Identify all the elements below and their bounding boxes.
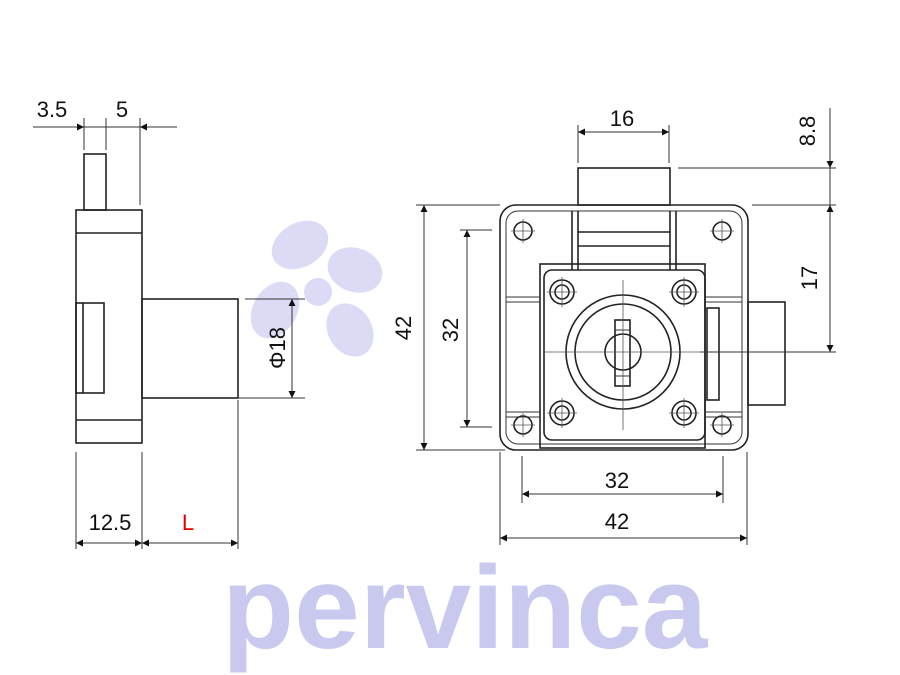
dim-pin-offset: 3.5 <box>37 97 68 122</box>
watermark-logo: pervinca <box>222 220 709 674</box>
front-view: 16 8.8 17 42 32 32 42 <box>391 106 836 545</box>
watermark-text: pervinca <box>222 542 709 674</box>
dim-hole-spacing-vertical: 32 <box>438 318 463 342</box>
dim-width: 42 <box>605 509 629 534</box>
dim-cylinder-diameter: Φ18 <box>265 327 290 369</box>
dim-height: 42 <box>391 316 416 340</box>
dim-bolt-projection: 8.8 <box>795 116 820 147</box>
dim-bolt-to-center: 17 <box>797 266 822 290</box>
dim-cylinder-length: L <box>182 510 194 535</box>
dim-bolt-width: 16 <box>610 106 634 131</box>
dim-hole-spacing-horizontal: 32 <box>605 468 629 493</box>
screw-holes <box>511 219 734 437</box>
side-view: 3.5 5 12.5 L Φ18 <box>33 97 305 549</box>
dim-pin-width: 5 <box>116 97 128 122</box>
flower-icon <box>250 220 383 357</box>
dim-body-depth: 12.5 <box>89 510 132 535</box>
